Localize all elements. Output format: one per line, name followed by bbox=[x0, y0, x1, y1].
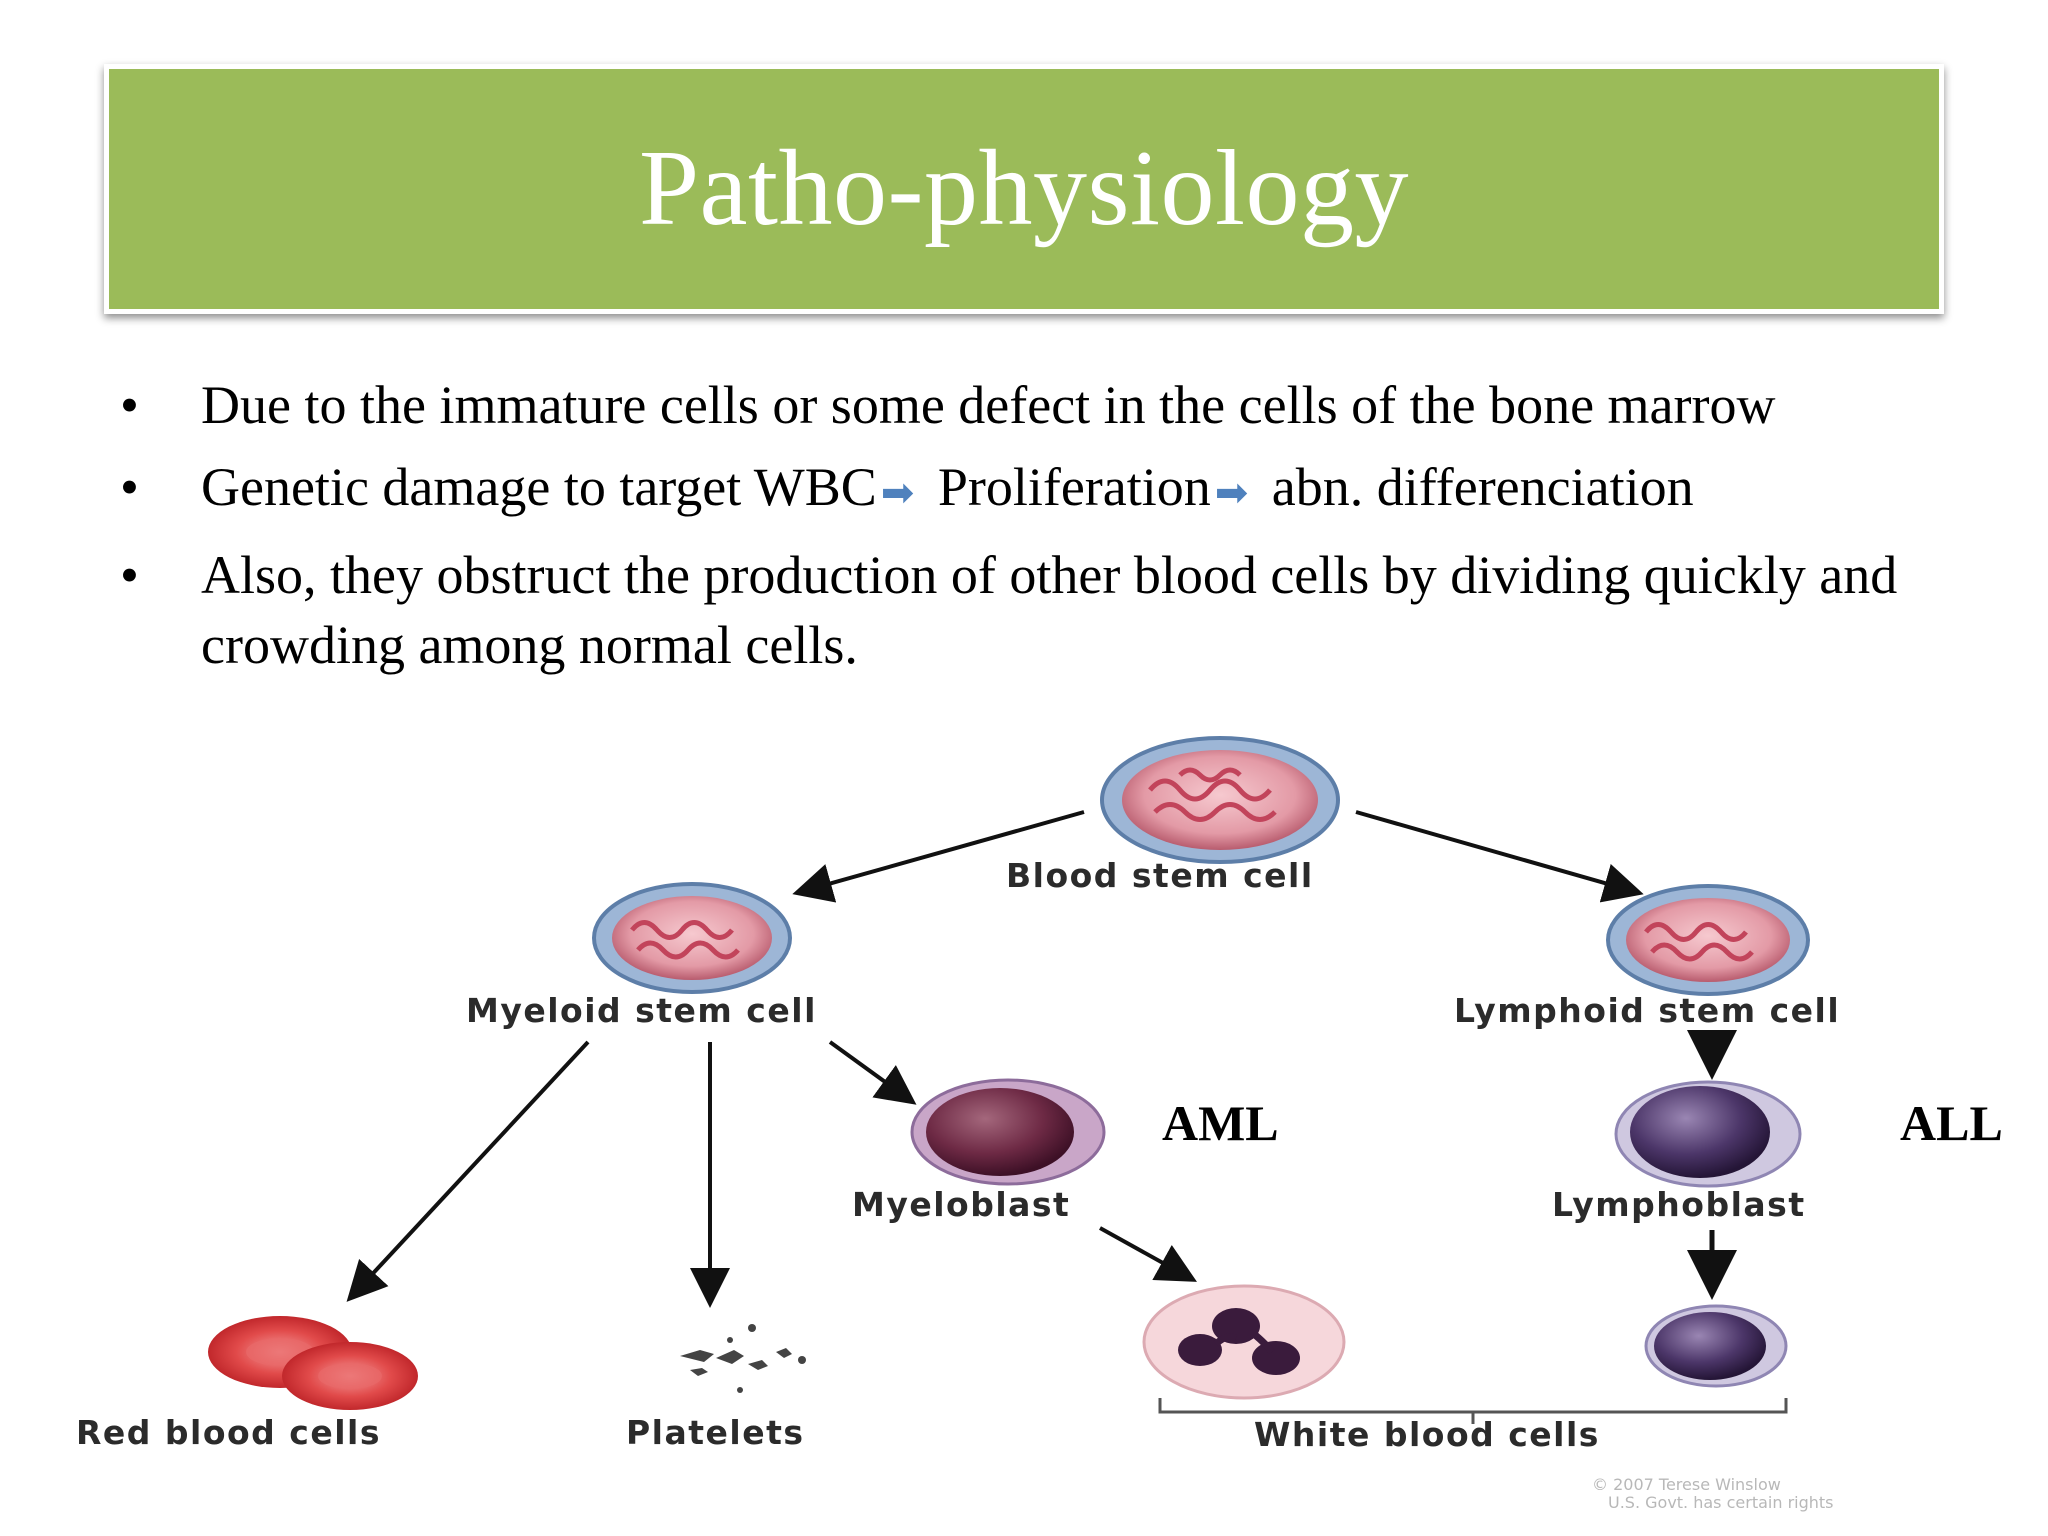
right-arrow-icon: ➡ bbox=[1214, 469, 1249, 516]
neutrophil-icon bbox=[1142, 1284, 1346, 1400]
white-blood-cells-bracket bbox=[1158, 1398, 1788, 1424]
title-banner: Patho-physiology bbox=[104, 64, 1944, 314]
arrow bbox=[346, 1040, 590, 1302]
diagram-svg: Blood stem cell Myeloid stem cell Lympho… bbox=[76, 736, 2003, 1512]
arrow bbox=[1099, 1226, 1197, 1282]
blood-stem-cell-label: Blood stem cell bbox=[1006, 856, 1314, 895]
myeloblast-icon bbox=[910, 1078, 1106, 1186]
myeloid-stem-cell-icon bbox=[592, 882, 792, 994]
lymphoid-stem-cell-icon bbox=[1606, 884, 1810, 996]
myeloblast-label: Myeloblast bbox=[852, 1185, 1070, 1224]
image-credit-rights: U.S. Govt. has certain rights bbox=[1608, 1493, 1834, 1512]
right-arrow-icon: ➡ bbox=[880, 469, 915, 516]
bullet-part: Genetic damage to target WBC bbox=[201, 457, 877, 517]
bullet-list: • Due to the immature cells or some defe… bbox=[120, 370, 2000, 692]
all-label: ALL bbox=[1900, 1095, 2003, 1151]
arrow bbox=[792, 810, 1085, 903]
myeloid-stem-cell-label: Myeloid stem cell bbox=[466, 991, 817, 1030]
blood-cell-diagram: Blood stem cell Myeloid stem cell Lympho… bbox=[40, 730, 2040, 1530]
red-blood-cells-label: Red blood cells bbox=[76, 1413, 381, 1452]
arrow bbox=[1355, 810, 1644, 903]
platelets-label: Platelets bbox=[626, 1413, 805, 1452]
bullet-item: • Genetic damage to target WBC➡ Prolifer… bbox=[120, 452, 2000, 528]
lymphoblast-icon bbox=[1614, 1080, 1802, 1188]
bullet-item: • Also, they obstruct the production of … bbox=[120, 540, 2000, 680]
lymphoid-stem-cell-label: Lymphoid stem cell bbox=[1454, 991, 1840, 1030]
blood-stem-cell-icon bbox=[1100, 736, 1340, 864]
bullet-symbol: • bbox=[120, 457, 139, 517]
bullet-item: • Due to the immature cells or some defe… bbox=[120, 370, 2000, 440]
arrow bbox=[828, 1040, 917, 1105]
bullet-text: Also, they obstruct the production of ot… bbox=[201, 544, 1898, 675]
bullet-part: Proliferation bbox=[937, 457, 1211, 517]
page-title: Patho-physiology bbox=[638, 129, 1409, 248]
bullet-text: Genetic damage to target WBC➡ Proliferat… bbox=[201, 452, 2000, 528]
bullet-symbol: • bbox=[120, 375, 139, 435]
bullet-symbol: • bbox=[120, 544, 139, 605]
white-blood-cells-label: White blood cells bbox=[1254, 1415, 1600, 1454]
aml-label: AML bbox=[1162, 1095, 1279, 1151]
lymphocyte-icon bbox=[1644, 1304, 1788, 1388]
bullet-part: abn. differenciation bbox=[1271, 457, 1694, 517]
image-credit: © 2007 Terese Winslow bbox=[1592, 1475, 1781, 1494]
bullet-text: Due to the immature cells or some defect… bbox=[201, 375, 1776, 435]
platelets-icon bbox=[680, 1324, 806, 1393]
lymphoblast-label: Lymphoblast bbox=[1552, 1185, 1806, 1224]
red-blood-cells-icon bbox=[208, 1316, 418, 1410]
